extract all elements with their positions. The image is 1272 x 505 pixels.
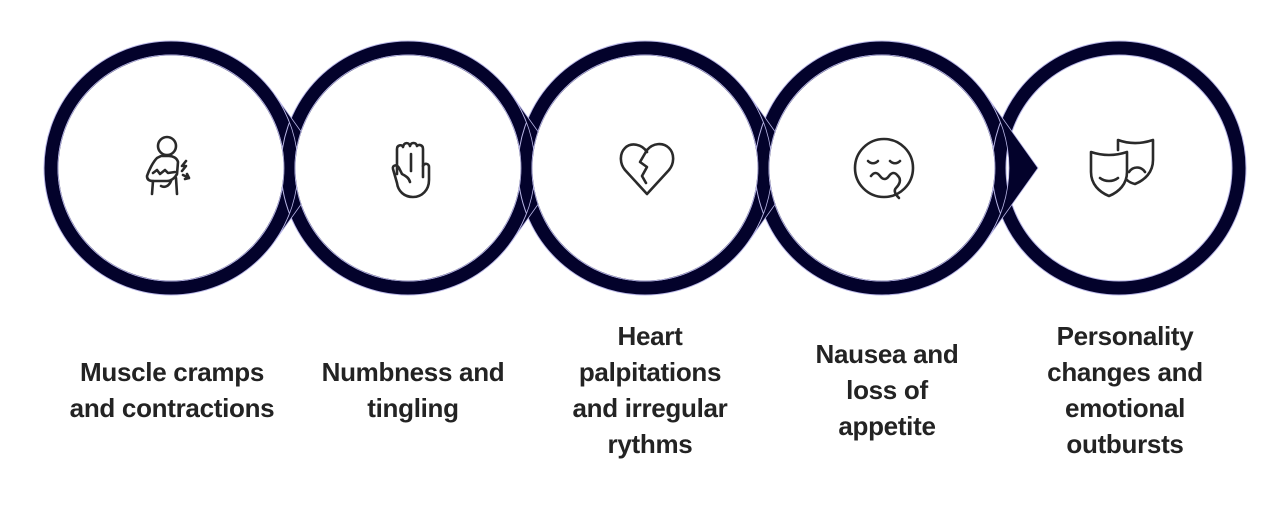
step-label: Personality changes and emotional outbur… bbox=[1047, 321, 1203, 459]
step-label: Nausea and loss of appetite bbox=[815, 339, 959, 441]
step-label: Muscle cramps and contractions bbox=[69, 357, 275, 423]
step-label: Heart palpitations and irregular rythms bbox=[572, 321, 728, 459]
circle-interior bbox=[58, 55, 284, 281]
nauseated-face-icon bbox=[844, 128, 924, 208]
theater-masks-icon bbox=[1081, 128, 1161, 208]
muscle-pain-icon bbox=[131, 128, 211, 208]
step-label: Numbness and tingling bbox=[321, 357, 505, 423]
circle-interior bbox=[769, 55, 995, 281]
raised-hand-icon bbox=[371, 128, 451, 208]
broken-heart-icon bbox=[607, 128, 687, 208]
step-circle bbox=[991, 40, 1247, 296]
circle-interior bbox=[295, 55, 521, 281]
